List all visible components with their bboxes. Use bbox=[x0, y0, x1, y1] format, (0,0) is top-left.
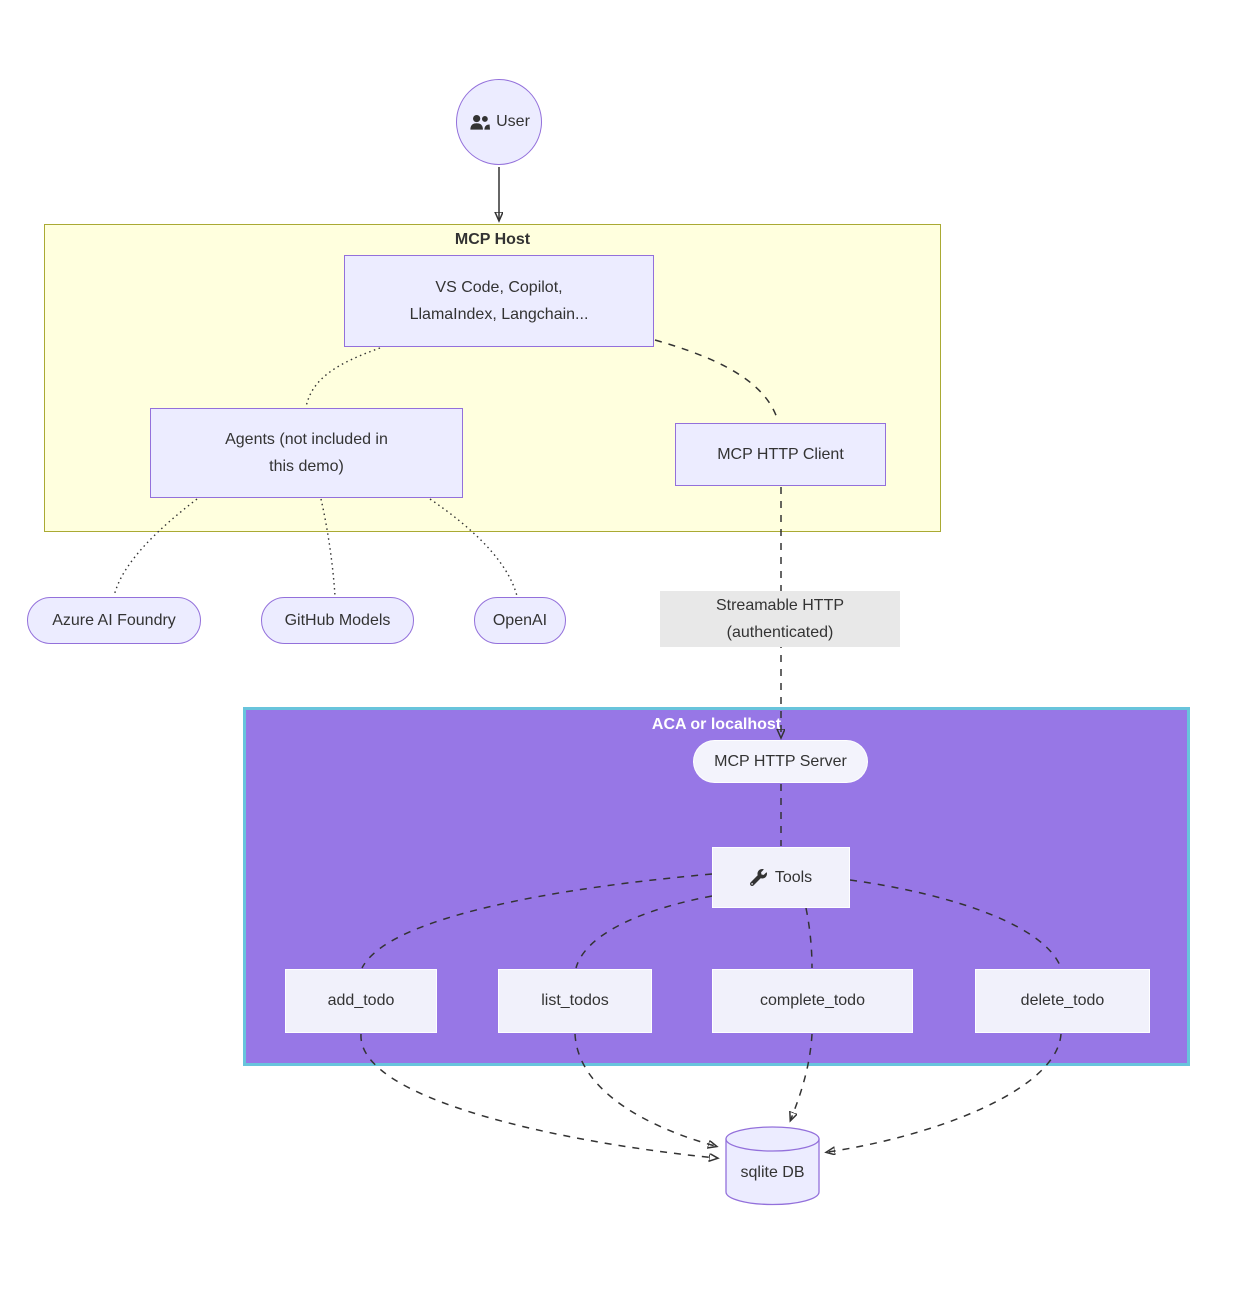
agents-line1: Agents (not included in bbox=[225, 431, 388, 448]
list-todos-label: list_todos bbox=[541, 992, 609, 1009]
streamable-http-line2: (authenticated) bbox=[726, 624, 834, 641]
delete-todo-label: delete_todo bbox=[1020, 992, 1105, 1009]
tools-label: Tools bbox=[774, 868, 813, 886]
aca-title: ACA or localhost bbox=[651, 716, 782, 733]
agents-node: Agents (not included in this demo) bbox=[150, 408, 463, 498]
edge-tools-to-listtodos bbox=[575, 895, 713, 969]
add-todo-node: add_todo bbox=[285, 969, 437, 1033]
edge-addtodo-to-db bbox=[360, 1033, 716, 1158]
add-todo-label: add_todo bbox=[327, 992, 395, 1009]
database-cylinder bbox=[725, 1126, 820, 1206]
users-icon bbox=[468, 114, 491, 131]
agents-line2: this demo) bbox=[269, 458, 344, 475]
mcp-http-server-node: MCP HTTP Server bbox=[693, 740, 868, 783]
azure-ai-foundry-node: Azure AI Foundry bbox=[27, 597, 201, 644]
edge-clientapps-to-agents bbox=[305, 347, 381, 408]
mcp-host-title: MCP Host bbox=[454, 231, 531, 248]
edge-agents-to-github bbox=[320, 498, 336, 597]
edge-completetodo-to-db bbox=[791, 1033, 813, 1119]
azure-ai-foundry-label: Azure AI Foundry bbox=[52, 611, 176, 629]
streamable-http-line1: Streamable HTTP bbox=[715, 597, 845, 614]
client-apps-line1: VS Code, Copilot, bbox=[435, 279, 563, 296]
edge-tools-to-deletetodo bbox=[849, 879, 1062, 969]
sqlite-db-node: sqlite DB bbox=[725, 1126, 820, 1206]
mcp-http-client-node: MCP HTTP Client bbox=[675, 423, 886, 486]
mcp-http-server-label: MCP HTTP Server bbox=[714, 752, 847, 770]
edge-tools-to-addtodo bbox=[361, 873, 713, 969]
tools-node: Tools bbox=[712, 847, 850, 908]
openai-node: OpenAI bbox=[474, 597, 566, 644]
edge-agents-to-openai bbox=[429, 498, 518, 597]
streamable-http-edge-label: Streamable HTTP (authenticated) bbox=[660, 591, 900, 647]
user-label: User bbox=[496, 113, 530, 130]
wrench-icon bbox=[749, 869, 767, 886]
delete-todo-node: delete_todo bbox=[975, 969, 1150, 1033]
github-models-label: GitHub Models bbox=[284, 611, 391, 629]
edge-listtodos-to-db bbox=[574, 1033, 715, 1146]
edge-clientapps-to-httpclient bbox=[654, 339, 779, 422]
list-todos-node: list_todos bbox=[498, 969, 652, 1033]
sqlite-db-label: sqlite DB bbox=[740, 1164, 805, 1181]
complete-todo-label: complete_todo bbox=[760, 992, 865, 1009]
user-node: User bbox=[456, 79, 542, 165]
edge-agents-to-azure bbox=[113, 498, 198, 597]
complete-todo-node: complete_todo bbox=[712, 969, 913, 1033]
github-models-node: GitHub Models bbox=[261, 597, 414, 644]
client-apps-node: VS Code, Copilot, LlamaIndex, Langchain.… bbox=[344, 255, 654, 347]
mcp-http-client-label: MCP HTTP Client bbox=[717, 445, 844, 463]
edge-deletetodo-to-db bbox=[828, 1033, 1062, 1152]
edge-tools-to-completetodo bbox=[805, 907, 813, 969]
openai-label: OpenAI bbox=[492, 611, 548, 629]
client-apps-line2: LlamaIndex, Langchain... bbox=[409, 306, 589, 323]
